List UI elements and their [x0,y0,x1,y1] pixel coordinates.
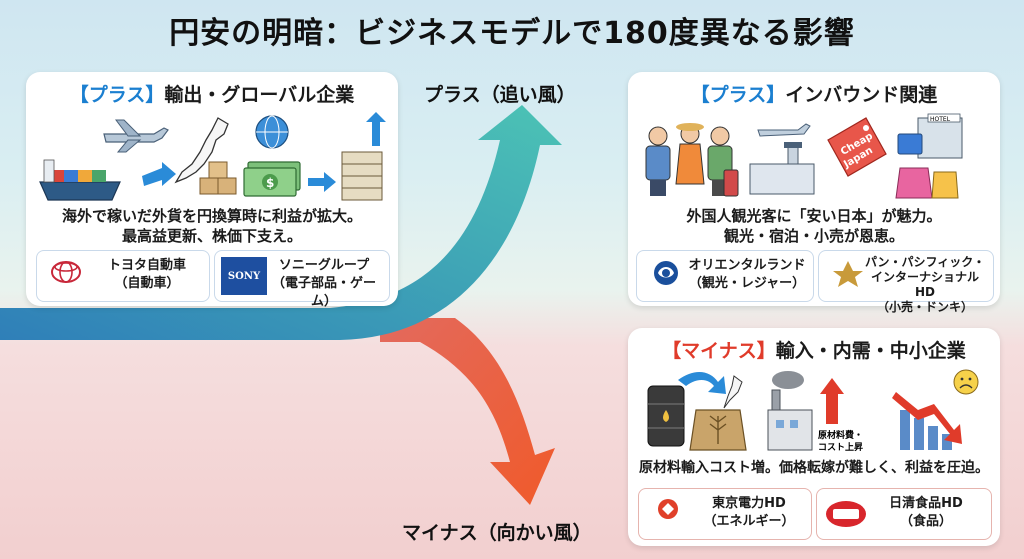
inbound-panel-title: 【プラス】インバウンド関連 [628,80,1000,107]
import-desc-line1: 原材料輸入コスト増。価格転嫁が難しく、利益を圧迫。 [639,460,989,476]
toyota-logo-icon [51,261,81,283]
japan-map-icon [174,117,229,184]
company-ppih-name2: インターナショナルHD [870,270,979,299]
factory-icon: 原材料費・ コスト上昇 [767,371,863,453]
cargo-ship-icon [39,159,121,201]
inbound-desc-line1: 外国人観光客に「安い日本」が魅力。 [686,207,942,225]
dollar-bills-icon: $ [243,161,301,197]
airport-icon [749,123,815,195]
company-ppih-sector: （小売・ドンキ） [876,300,973,314]
oriental-land-logo-icon [654,261,678,285]
grain-sack-icon [689,375,747,451]
company-sony-sector: （電子部品・ゲーム） [271,276,376,309]
hotel-sign-text: HOTEL [930,116,951,123]
inbound-panel: 【プラス】インバウンド関連 Cheap Japan [628,72,1000,314]
company-tepco: 東京電力HD （エネルギー） [638,488,812,540]
company-nissin-sector: （食品） [899,514,952,529]
yen-stack-icon [341,112,386,201]
price-tag-icon: Cheap Japan [827,117,887,177]
import-title: 輸入・内需・中小企業 [775,340,966,362]
nissin-logo-icon [826,501,866,527]
cost-label-2: コスト上昇 [818,441,863,453]
import-panel-title: 【マイナス】輸入・内需・中小企業 [628,336,1000,363]
ppih-logo-icon [833,261,863,287]
sony-logo-icon: SONY [221,257,267,295]
company-sony: SONY ソニーグループ （電子部品・ゲーム） [214,250,390,309]
inbound-title: インバウンド関連 [785,84,938,106]
export-panel-title: 【プラス】輸出・グローバル企業 [26,80,398,107]
tepco-logo-icon [658,499,678,519]
company-oriental-land-name: オリエンタルランド [688,258,806,273]
export-title: 輸出・グローバル企業 [164,84,355,106]
export-illustration: $ [39,112,386,201]
company-nissin: 日清食品HD （食品） [816,488,992,540]
import-tag: 【マイナス】 [662,340,776,362]
export-desc-line1: 海外で稼いだ外貨を円換算時に利益が拡大。 [61,207,362,225]
company-tepco-sector: （エネルギー） [703,514,795,529]
company-oriental-land-sector: （観光・レジャー） [688,276,806,291]
company-ppih: パン・パシフィック・ インターナショナルHD （小売・ドンキ） [818,250,994,314]
boxes-icon [199,161,237,195]
right-arrow-icon-2 [308,172,336,192]
inbound-desc-line2: 観光・宿泊・小売が恩恵。 [723,227,904,245]
cost-label-1: 原材料費・ [818,429,863,441]
import-panel: 【マイナス】輸入・内需・中小企業 原材料費・ コスト上昇 [628,328,1000,546]
hotel-shopping-icon: HOTEL [895,113,963,199]
import-illustration: 原材料費・ コスト上昇 [647,369,979,453]
page-title: 円安の明暗：ビジネスモデルで180度異なる影響 [169,16,855,51]
export-panel: 【プラス】輸出・グローバル企業 [26,72,398,309]
arrow-up [0,105,562,340]
company-toyota-sector: （自動車） [114,276,180,291]
arrow-down [380,318,555,505]
declining-chart-icon [892,369,979,450]
airplane-icon [103,119,169,153]
company-tepco-name: 東京電力HD [712,496,786,511]
plus-wind-label: プラス（追い風） [424,84,576,106]
company-toyota: トヨタ自動車 （自動車） [36,250,210,302]
globe-icon [255,115,289,149]
inbound-illustration: Cheap Japan HOTEL [645,113,963,199]
svg-text:$: $ [266,176,274,190]
company-ppih-name: パン・パシフィック・ [864,255,986,269]
company-nissin-name: 日清食品HD [889,496,963,511]
curved-arrow-icon [678,371,726,394]
right-arrow-icon [142,162,176,186]
company-toyota-name: トヨタ自動車 [107,258,186,273]
minus-wind-label: マイナス（向かい風） [402,522,592,544]
export-tag: 【プラス】 [69,84,165,106]
inbound-tag: 【プラス】 [690,84,786,106]
company-sony-name: ソニーグループ [278,258,370,273]
company-oriental-land: オリエンタルランド （観光・レジャー） [636,250,814,302]
tourists-icon [645,123,739,197]
export-desc-line2: 最高益更新、株価下支え。 [121,227,302,245]
oil-barrel-icon [647,385,685,447]
